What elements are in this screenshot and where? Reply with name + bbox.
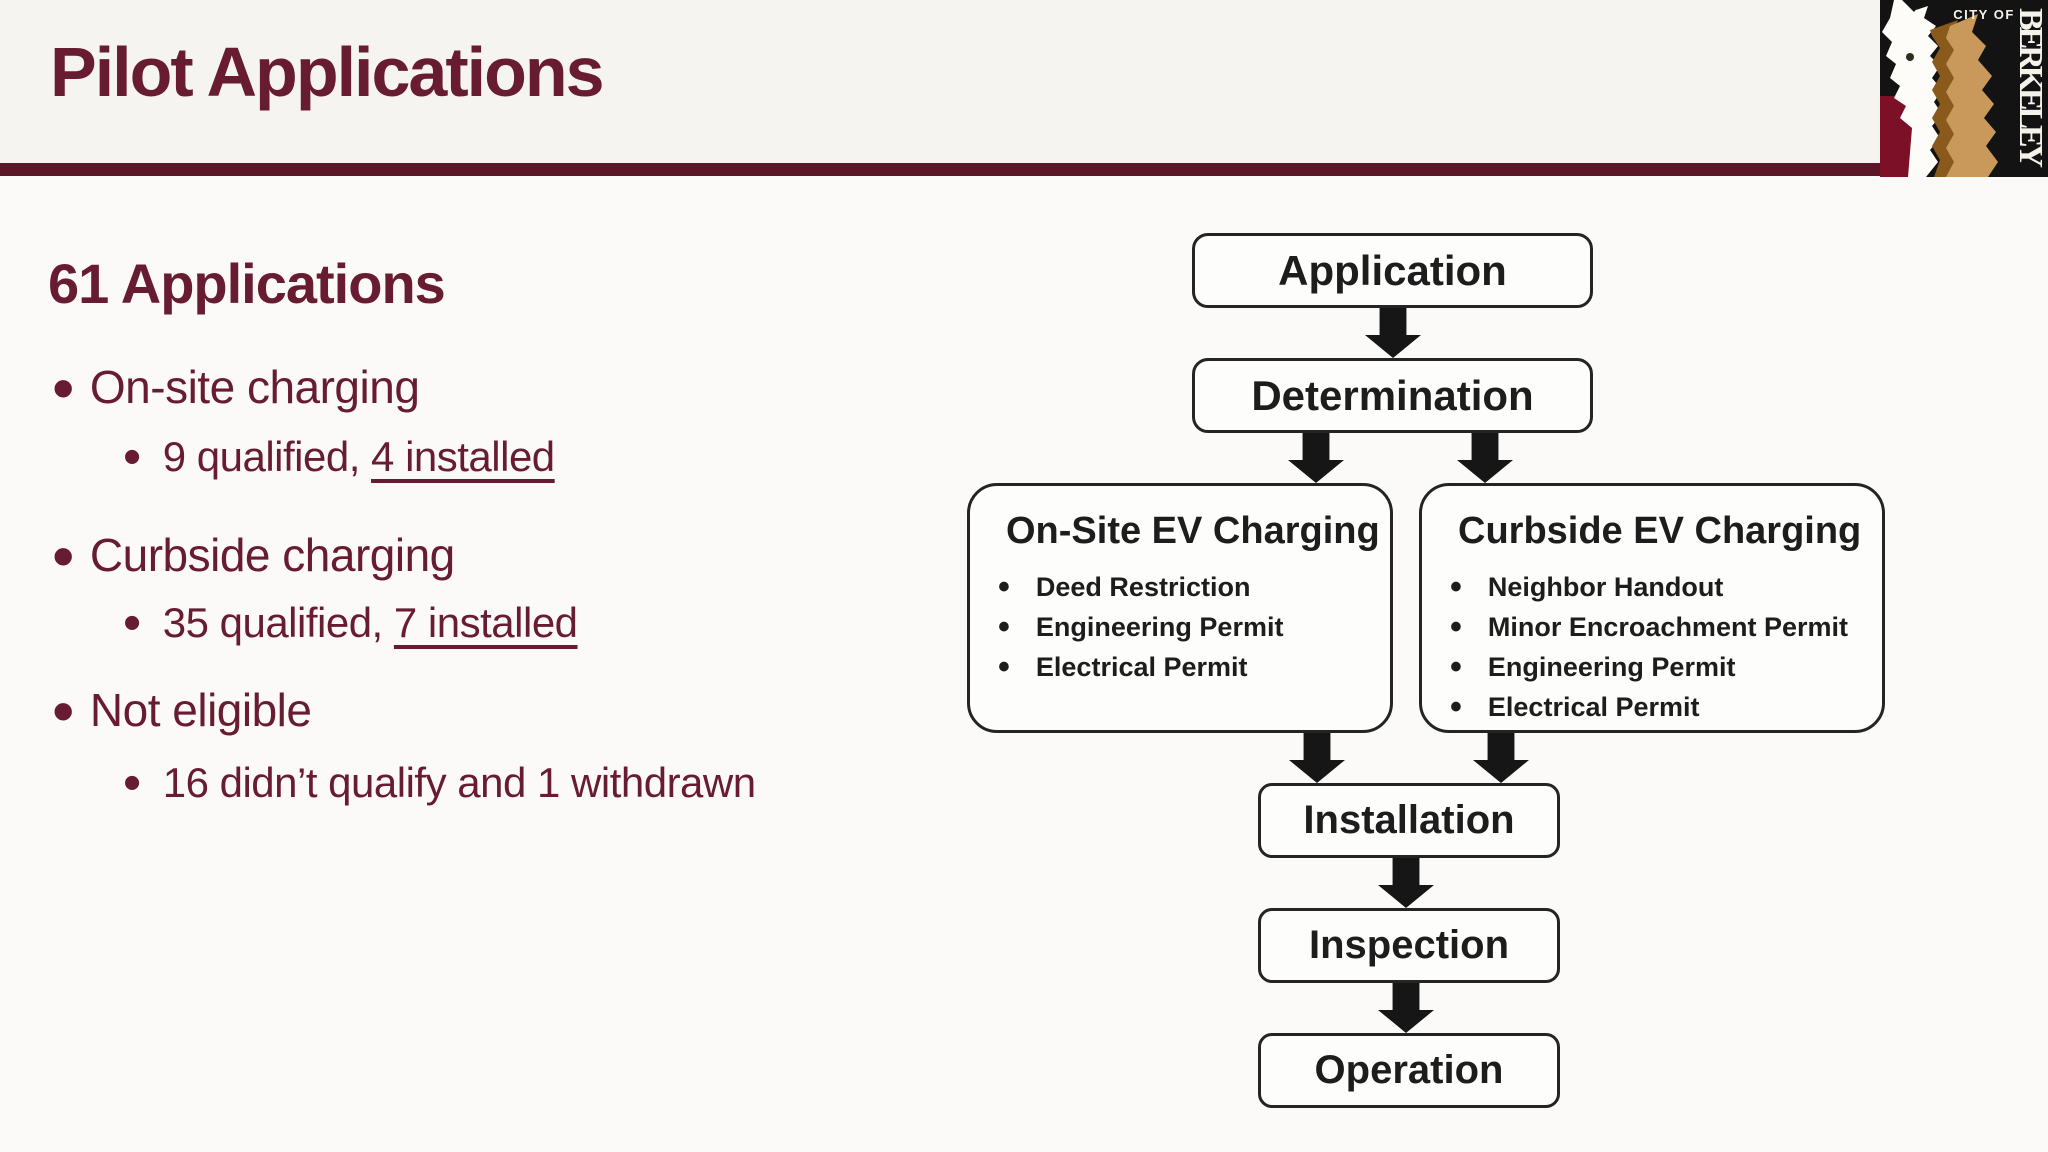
logo-berkeley-text: BERKELEY: [2012, 8, 2048, 168]
branch-item: • Engineering Permit: [1450, 648, 1736, 686]
detail-text: 16 didn’t qualify and 1 withdrawn: [162, 759, 756, 806]
branch-item: • Electrical Permit: [1450, 688, 1700, 726]
list-subitem-not-eligible-detail: • 16 didn’t qualify and 1 withdrawn: [123, 754, 756, 813]
flow-node-installation: Installation: [1258, 783, 1560, 858]
arrow-down-icon: [1473, 733, 1529, 783]
arrow-down-icon: [1378, 983, 1434, 1033]
arrow-down-icon: [1378, 858, 1434, 908]
flow-node-inspection: Inspection: [1258, 908, 1560, 983]
page-title: Pilot Applications: [50, 33, 605, 111]
branch-item: • Deed Restriction: [998, 568, 1251, 606]
arrow-down-icon: [1289, 733, 1345, 783]
list-item-curbside: • Curbside charging: [52, 519, 455, 592]
branch-item: • Neighbor Handout: [1450, 568, 1724, 606]
detail-text: 35 qualified, 7 installed: [162, 599, 578, 646]
logo-city-of-text: CITY OF: [1953, 7, 2015, 22]
flow-node-application: Application: [1192, 233, 1593, 308]
flow-node-onsite-ev-charging: On-Site EV Charging • Deed Restriction •…: [967, 483, 1393, 733]
berkeley-logo: CITY OF BERKELEY: [1880, 0, 2048, 177]
header-band: [0, 0, 2048, 163]
detail-text: 9 qualified, 4 installed: [162, 433, 555, 480]
arrow-down-icon: [1457, 433, 1513, 483]
title-divider: [0, 163, 2048, 176]
list-subitem-onsite-detail: • 9 qualified, 4 installed: [123, 428, 555, 487]
installed-count-underlined: 4 installed: [371, 433, 555, 480]
list-item-label: On-site charging: [89, 361, 420, 413]
branch-title: Curbside EV Charging: [1458, 510, 1862, 552]
installed-count-underlined: 7 installed: [393, 599, 578, 646]
branch-item: • Engineering Permit: [998, 608, 1284, 646]
branch-title: On-Site EV Charging: [1006, 510, 1380, 552]
flow-node-determination: Determination: [1192, 358, 1593, 433]
logo-eye-dot: [1906, 53, 1914, 61]
list-item-label: Not eligible: [89, 684, 312, 736]
list-subitem-curbside-detail: • 35 qualified, 7 installed: [123, 594, 578, 653]
branch-item: • Electrical Permit: [998, 648, 1248, 686]
list-item-label: Curbside charging: [89, 529, 455, 581]
list-item-not-eligible: • Not eligible: [52, 674, 312, 747]
flow-node-operation: Operation: [1258, 1033, 1560, 1108]
branch-item: • Minor Encroachment Permit: [1450, 608, 1848, 646]
arrow-down-icon: [1288, 433, 1344, 483]
logo-tan-face: [1946, 14, 1998, 177]
list-item-onsite: • On-site charging: [52, 351, 420, 424]
logo-white-face: [1882, 0, 1942, 177]
applications-heading: 61 Applications: [48, 252, 446, 315]
flow-node-curbside-ev-charging: Curbside EV Charging • Neighbor Handout …: [1419, 483, 1885, 733]
arrow-down-icon: [1365, 308, 1421, 358]
